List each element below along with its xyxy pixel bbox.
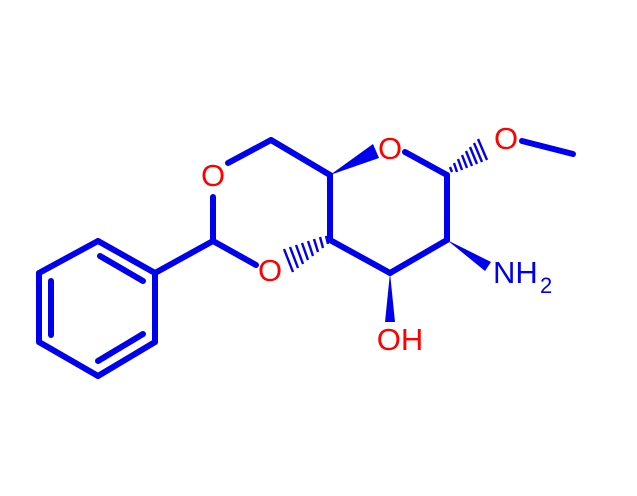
- acetal-oxygen-top-label: O: [201, 158, 225, 193]
- amino-label: NH: [493, 255, 538, 290]
- atom-labels: O O O O OH NH 2: [201, 121, 552, 357]
- bond-benzene-4: [36, 339, 101, 379]
- bond-benzene-6: [36, 238, 101, 276]
- bond-ring-o-c1: [402, 149, 450, 178]
- bond-c2-c3: [387, 237, 450, 276]
- wedge-c3-hydroxyl: [385, 273, 395, 322]
- hydroxyl-label: OH: [377, 322, 424, 357]
- bond-phenyl-acetal: [152, 238, 216, 276]
- acetal-oxygen-bottom-label: O: [258, 253, 282, 288]
- wedge-c2-amino: [447, 240, 491, 271]
- bond-benzene-double-1: [97, 253, 146, 284]
- bond-benzene-3: [95, 339, 158, 379]
- bond-ch2-c5: [268, 137, 333, 178]
- bond-c3-c4: [327, 237, 393, 276]
- wedge-c5-ring-o: [330, 144, 379, 175]
- hashed-bond-c4-acetal-o-strokes: [282, 235, 330, 273]
- bond-otop-ch2: [225, 137, 274, 166]
- wedge-bonds: [330, 144, 491, 322]
- bond-lines: [36, 137, 576, 379]
- bond-acetal-c-obottom: [210, 238, 259, 268]
- bond-methoxy-methyl: [519, 138, 576, 157]
- hashed-bond-c1-methoxy-strokes: [448, 138, 489, 173]
- ring-oxygen-label: O: [378, 131, 402, 166]
- amino-subscript-label: 2: [540, 273, 552, 298]
- methoxy-oxygen-label: O: [494, 121, 518, 156]
- bond-benzene-1: [95, 238, 158, 276]
- bond-benzene-double-2: [95, 331, 146, 364]
